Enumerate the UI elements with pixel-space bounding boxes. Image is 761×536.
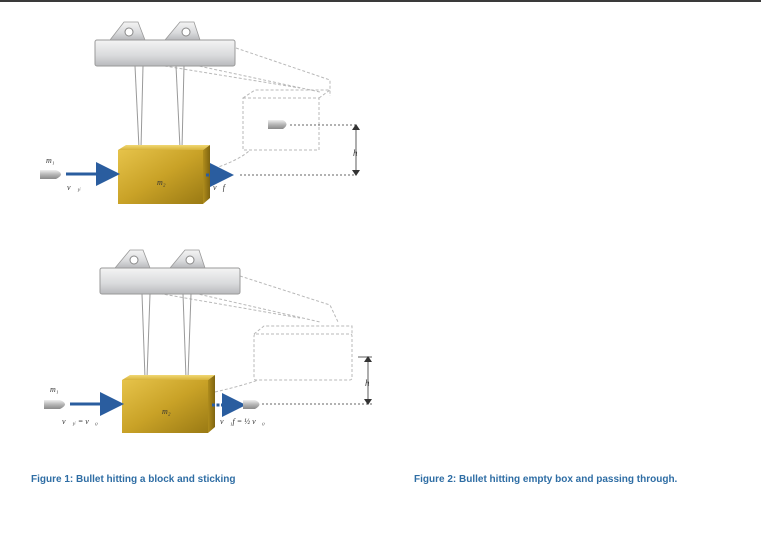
fig1-block-mass-label: m₂ [157, 178, 166, 187]
fig2-bullet-mass-label: m₁ [50, 385, 59, 394]
fig1-support-bar [94, 39, 236, 67]
fig2-bullet [44, 400, 65, 409]
fig2-velocity-initial-label: v⃗₁ᵢ = v⃗₀ [62, 417, 98, 426]
fig2-mount-hole-right [185, 255, 195, 265]
fig2-height-label: h [365, 378, 370, 388]
fig2-support-bar [99, 267, 241, 295]
fig1-strings [134, 65, 185, 149]
fig1-mount-hole-left [124, 27, 134, 37]
fig2-block-mass-label: m₂ [162, 407, 171, 416]
fig2-height-arrow-up [364, 356, 372, 362]
figure-1: h m₂ m₁ v⃗₁ᵢ v⃗f [40, 21, 360, 204]
fig1-height-arrow-up [352, 124, 360, 130]
fig1-mount-hole-right [181, 27, 191, 37]
fig1-block [118, 145, 210, 204]
top-border [0, 0, 761, 2]
fig1-height-arrow-down [352, 170, 360, 176]
fig2-strings [141, 293, 192, 379]
figure-2-caption: Figure 2: Bullet hitting empty box and p… [414, 474, 678, 485]
figure-2: h m₂ m₁ v⃗₁ᵢ = v⃗₀ v⃗₁f = ½ v⃗₀ [44, 249, 372, 433]
fig1-velocity-initial-label: v⃗₁ᵢ [67, 183, 81, 192]
fig1-bullet-mass-label: m₁ [46, 156, 55, 165]
fig1-bullet [40, 170, 61, 179]
fig1-bullet-embedded [268, 120, 287, 129]
fig2-ghost-pendulum [144, 275, 353, 393]
figure-1-caption: Figure 1: Bullet hitting a block and sti… [31, 474, 236, 485]
fig2-velocity-final-label: v⃗₁f = ½ v⃗₀ [220, 417, 265, 426]
fig2-mount-hole-left [129, 255, 139, 265]
fig1-height-label: h [353, 148, 358, 158]
fig2-block [122, 375, 215, 433]
fig2-bullet-exiting [243, 400, 260, 409]
fig2-height-arrow-down [364, 399, 372, 405]
fig1-velocity-final-label: v⃗f [213, 183, 227, 192]
